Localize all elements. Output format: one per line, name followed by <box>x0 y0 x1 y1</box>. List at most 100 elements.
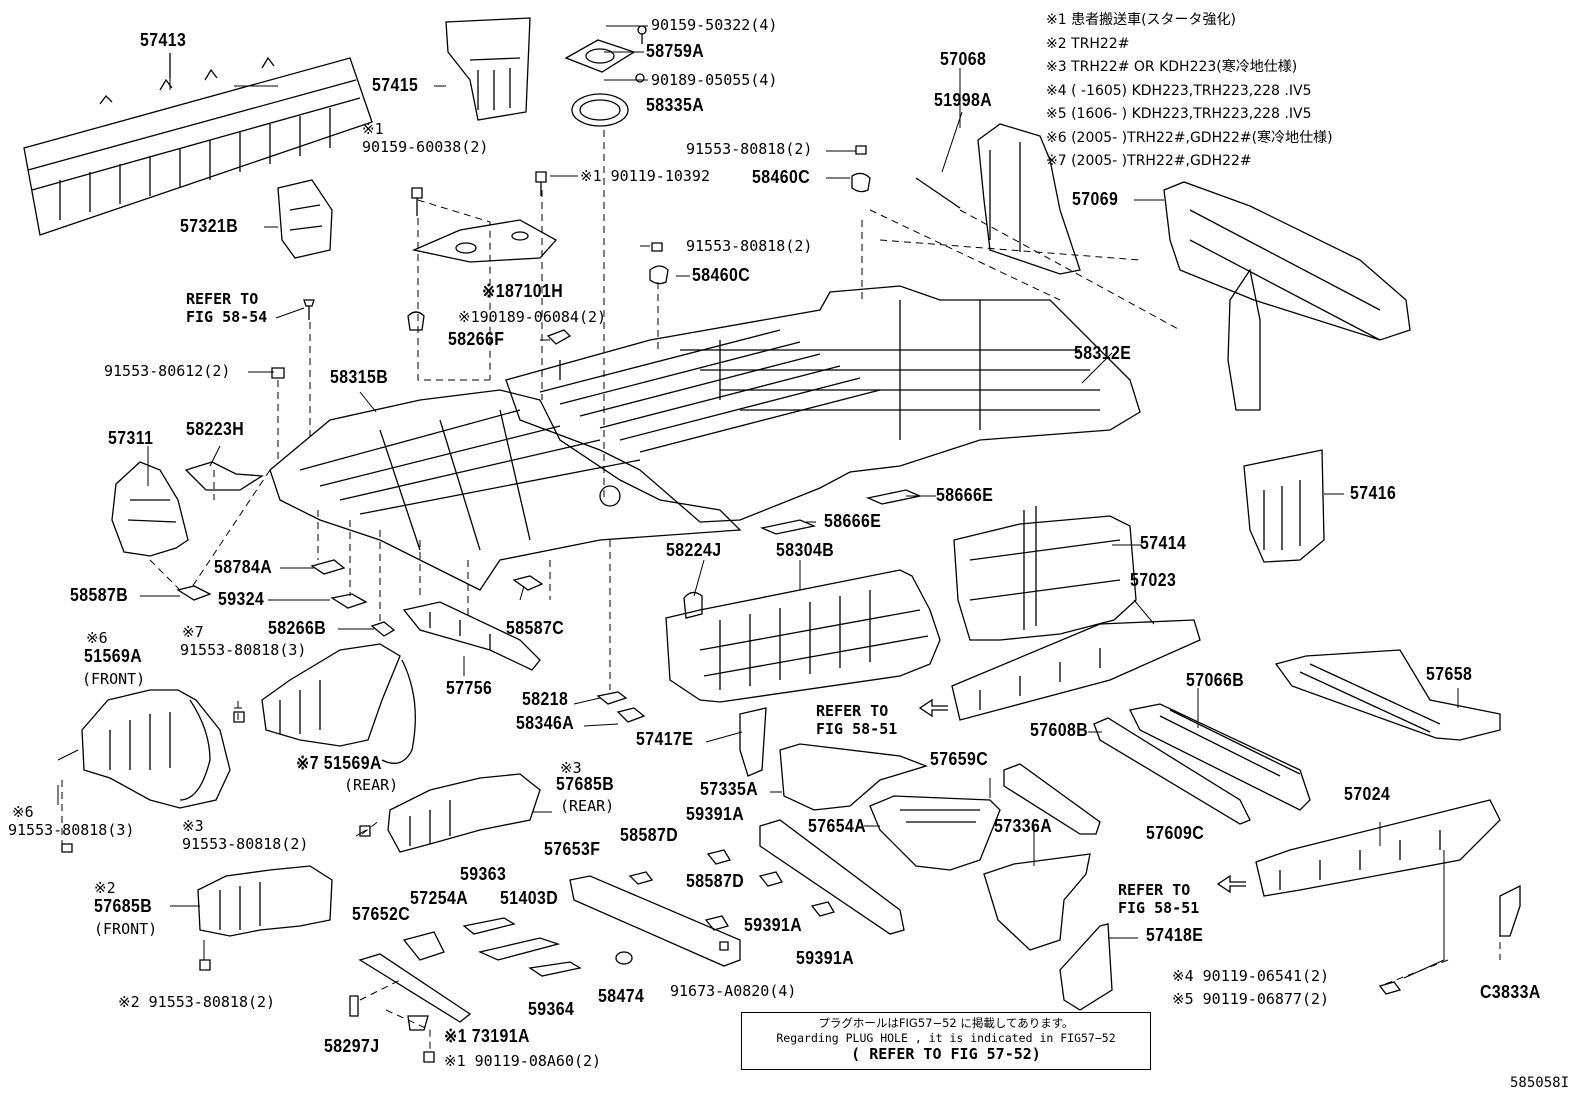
part-label[interactable]: 91553-80818(2) <box>686 140 813 158</box>
variant-mark: ※7 <box>182 623 204 641</box>
note-line-jp: プラグホールはFIG57−52 に掲載してあります。 <box>818 1016 1074 1030</box>
part-label[interactable]: 58460C <box>752 167 811 187</box>
part-label[interactable]: 57416 <box>1350 483 1397 503</box>
part-label[interactable]: ※1 73191A <box>444 1026 530 1046</box>
part-label[interactable]: 58218 <box>522 689 569 709</box>
part-label[interactable]: 57023 <box>1130 570 1177 590</box>
part-label[interactable]: 57418E <box>1146 925 1204 945</box>
part-label[interactable]: 58304B <box>776 540 835 560</box>
part-label[interactable]: 58474 <box>598 986 645 1006</box>
part-label[interactable]: 58666E <box>936 485 994 505</box>
part-label[interactable]: 59391A <box>796 948 855 968</box>
leader-lines <box>57 25 1459 979</box>
part-label[interactable]: 57068 <box>940 49 987 69</box>
refer-fig-58-51[interactable]: REFER TO <box>816 702 889 720</box>
refer-fig-58-51[interactable]: FIG 58-51 <box>816 720 898 738</box>
part-label[interactable]: 57608B <box>1030 720 1089 740</box>
part-label[interactable]: 57652C <box>352 904 411 924</box>
part-label[interactable]: 59364 <box>528 999 575 1019</box>
part-label[interactable]: 57417E <box>636 729 694 749</box>
legend-text: (2005- )TRH22#,GDH22#(寒冷地仕様) <box>1071 129 1333 146</box>
part-label[interactable]: ※2 91553-80818(2) <box>118 993 276 1011</box>
part-label[interactable]: 58587D <box>620 825 679 845</box>
part-label[interactable]: 57414 <box>1140 533 1187 553</box>
part-label[interactable]: 58346A <box>516 713 575 733</box>
part-58224J <box>683 591 703 619</box>
part-label[interactable]: 58460C <box>692 265 751 285</box>
part-label[interactable]: 58266F <box>448 329 505 349</box>
part-label[interactable]: 58587C <box>506 618 565 638</box>
part-label[interactable]: 59363 <box>460 864 507 884</box>
part-label[interactable]: 59391A <box>744 915 803 935</box>
part-label[interactable]: 91553-80818(3) <box>180 641 307 659</box>
part-label[interactable]: 58297J <box>324 1036 380 1056</box>
part-label[interactable]: 57335A <box>700 779 759 799</box>
part-label[interactable]: 57756 <box>446 678 493 698</box>
note-refer-fig-57-52[interactable]: ( REFER TO FIG 57-52) <box>851 1045 1041 1063</box>
part-label[interactable]: 91553-80818(2) <box>182 835 309 853</box>
part-label[interactable]: 57066B <box>1186 670 1245 690</box>
part-label[interactable]: 58587B <box>70 585 129 605</box>
part-label[interactable]: ※7 51569A <box>296 753 382 773</box>
part-label[interactable]: 58587D <box>686 871 745 891</box>
part-label[interactable]: ※1 90119-08A60(2) <box>444 1052 602 1070</box>
part-label[interactable]: 57653F <box>544 839 601 859</box>
part-label[interactable]: 58315B <box>330 367 389 387</box>
part-label[interactable]: 91553-80818(3) <box>8 821 135 839</box>
legend-mark: ※2 <box>1046 35 1067 52</box>
part-label[interactable]: 91553-80612(2) <box>104 362 231 380</box>
part-label[interactable]: 58223H <box>186 419 245 439</box>
part-label[interactable]: 58266B <box>268 618 327 638</box>
part-57609C <box>1093 717 1251 825</box>
refer-fig-58-51[interactable]: REFER TO <box>1118 881 1191 899</box>
part-label[interactable]: 57685B <box>94 896 153 916</box>
part-label[interactable]: ※190189-06084(2) <box>458 308 607 326</box>
part-label[interactable]: C3833A <box>1480 982 1541 1002</box>
part-label[interactable]: 57311 <box>108 428 154 448</box>
part-label[interactable]: 57685B <box>556 774 615 794</box>
plug-hole-note: プラグホールはFIG57−52 に掲載してあります。 Regarding PLU… <box>741 1012 1151 1070</box>
part-label[interactable]: 58224J <box>666 540 722 560</box>
part-label[interactable]: 57254A <box>410 888 469 908</box>
part-label[interactable]: 90159-50322(4) <box>651 16 778 34</box>
part-label[interactable]: 91673-A0820(4) <box>670 982 797 1000</box>
part-label[interactable]: 58759A <box>646 41 705 61</box>
part-label[interactable]: 90159-60038(2) <box>362 138 489 156</box>
part-label[interactable]: 57658 <box>1426 664 1473 684</box>
part-57066B <box>1129 703 1311 811</box>
part-label[interactable]: ※5 90119-06877(2) <box>1172 990 1330 1008</box>
part-57023 <box>951 619 1201 721</box>
part-label[interactable]: 59391A <box>686 804 745 824</box>
part-label[interactable]: 91553-80818(2) <box>686 237 813 255</box>
part-label[interactable]: 57336A <box>994 816 1053 836</box>
part-label[interactable]: 90189-05055(4) <box>651 71 778 89</box>
part-label[interactable]: 51403D <box>500 888 559 908</box>
panel-57413 <box>23 53 373 236</box>
part-label[interactable]: 51998A <box>934 90 993 110</box>
part-label[interactable]: 57024 <box>1344 784 1391 804</box>
part-label[interactable]: 57654A <box>808 816 867 836</box>
part-label[interactable]: 59324 <box>218 589 265 609</box>
part-label[interactable]: ※4 90119-06541(2) <box>1172 967 1330 985</box>
part-label[interactable]: 58335A <box>646 95 705 115</box>
part-label[interactable]: 58784A <box>214 557 273 577</box>
refer-fig-58-54[interactable]: REFER TO <box>186 290 259 308</box>
arrows <box>918 698 1246 894</box>
part-label[interactable]: 57321B <box>180 216 239 236</box>
part-57311 <box>111 461 189 557</box>
part-label[interactable]: ※187101H <box>482 281 564 301</box>
part-label[interactable]: 57069 <box>1072 189 1119 209</box>
part-label[interactable]: 58312E <box>1074 343 1132 363</box>
legend-row-6: ※6 (2005- )TRH22#,GDH22#(寒冷地仕様) <box>1046 127 1333 151</box>
variant-mark: ※2 <box>94 879 116 897</box>
part-label[interactable]: 57413 <box>140 30 187 50</box>
part-label[interactable]: 57609C <box>1146 823 1205 843</box>
part-label[interactable]: ※1 90119-10392 <box>580 167 710 185</box>
part-label[interactable]: 57659C <box>930 749 989 769</box>
part-label[interactable]: 58666E <box>824 511 882 531</box>
part-label[interactable]: 57415 <box>372 75 419 95</box>
refer-fig-58-51[interactable]: FIG 58-51 <box>1118 899 1200 917</box>
part-57608B <box>1003 763 1101 835</box>
refer-fig-58-54[interactable]: FIG 58-54 <box>186 308 268 326</box>
part-label[interactable]: 51569A <box>84 646 143 666</box>
